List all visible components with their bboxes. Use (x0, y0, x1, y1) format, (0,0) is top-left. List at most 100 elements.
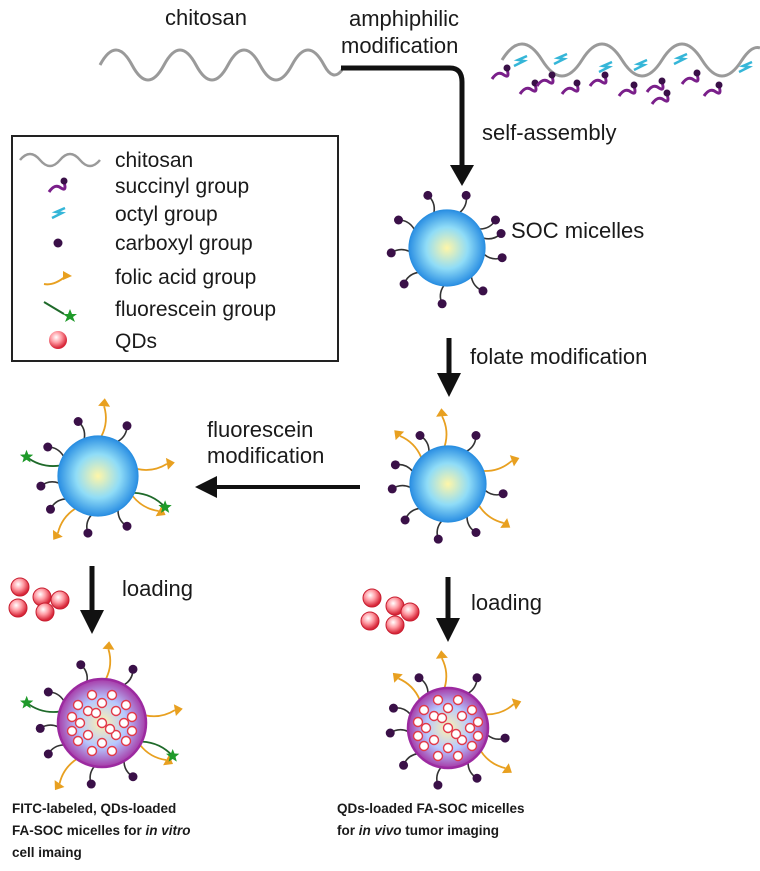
loading-arrowhead-right (436, 618, 460, 642)
carboxyl-group-icon (390, 460, 400, 470)
loaded-qd (464, 722, 476, 734)
loaded-qd (442, 722, 454, 734)
carboxyl-group-icon (437, 299, 447, 309)
loaded-qd (436, 712, 448, 724)
fluorescein-label-line1: fluorescein (207, 417, 313, 442)
carboxyl-group-icon (36, 481, 46, 491)
carboxyl-group-icon (500, 733, 510, 743)
succinyl-group-icon (490, 68, 510, 80)
qd-icon (10, 577, 30, 597)
loaded-qd (456, 734, 468, 746)
qd-icon (360, 611, 380, 631)
loaded-qd (110, 705, 122, 717)
legend-label-carboxyl: carboxyl group (115, 232, 253, 255)
soc-micelles-label: SOC micelles (511, 218, 644, 243)
succinyl-group-icon (535, 75, 555, 87)
loaded-qd (118, 717, 130, 729)
loaded-qd (120, 699, 132, 711)
carboxyl-group-icon (45, 504, 55, 514)
carboxyl-group-icon (715, 81, 723, 89)
folic-acid-group-icon (173, 704, 183, 717)
carboxyl-group-icon (400, 515, 410, 525)
carboxyl-group-icon (497, 253, 507, 263)
carboxyl-group-icon (385, 728, 395, 738)
carboxyl-group-icon (490, 215, 500, 225)
carboxyl-group-icon (73, 416, 83, 426)
legend-label-fluorescein: fluorescein group (115, 298, 276, 321)
folic-acid-arm (441, 415, 448, 447)
legend-label-qds: QDs (115, 330, 157, 353)
carboxyl-group-icon (128, 664, 138, 674)
folic-acid-group-icon (52, 529, 63, 540)
self-assembly-label: self-assembly (482, 120, 616, 145)
amphiphilic-label-line1: amphiphilic (349, 6, 459, 31)
loading-arrowhead-left (80, 610, 104, 634)
fluorescein-arm (26, 702, 60, 713)
loaded-qd (472, 730, 484, 742)
succinyl-group-icon (650, 93, 670, 105)
carboxyl-group-icon (548, 71, 556, 79)
folic-acid-arm (441, 657, 448, 689)
fluorescein-arm (25, 456, 60, 467)
loaded-qd (66, 725, 78, 737)
loaded-qd (110, 729, 122, 741)
succinyl-group-icon (702, 85, 722, 97)
folic-acid-group-icon (43, 271, 72, 286)
folic-acid-arm (480, 750, 506, 770)
modified-chitosan (490, 42, 760, 105)
loaded-qd (86, 689, 98, 701)
succinyl-group-icon (47, 177, 68, 193)
qd-icon (385, 615, 405, 635)
loaded-qd (420, 722, 432, 734)
carboxyl-group-icon (663, 89, 671, 97)
amphiphilic-arrow (341, 65, 465, 167)
carboxyl-group-icon (387, 484, 397, 494)
loaded-qd (442, 702, 454, 714)
carboxyl-group-icon (630, 81, 638, 89)
carboxyl-group-icon (43, 442, 53, 452)
loaded-qd (126, 711, 138, 723)
soc-micelle (386, 190, 507, 309)
folic-acid-arm (105, 649, 112, 680)
folic-acid-group-icon (436, 408, 449, 417)
carboxyl-group-icon (471, 527, 481, 537)
carboxyl-group-icon (496, 229, 506, 239)
folic-acid-group-icon (54, 780, 65, 791)
octyl-group-icon (51, 206, 66, 220)
folic-acid-group-icon (392, 672, 403, 683)
octyl-group-icon (738, 60, 753, 74)
folic-acid-arm (131, 495, 159, 512)
qd-icon (35, 602, 55, 622)
folic-acid-group-icon (102, 641, 115, 650)
folic-acid-group-icon (394, 430, 405, 441)
micelle-core (408, 209, 486, 287)
carboxyl-group-icon (433, 534, 443, 544)
loaded-qd (412, 730, 424, 742)
fluorescein-group-icon (20, 695, 34, 709)
loaded-qd (450, 728, 462, 740)
loaded-qd (96, 697, 108, 709)
carboxyl-group-icon (472, 773, 482, 783)
fitc-fa-soc-micelle (19, 398, 175, 540)
loaded-qd (428, 734, 440, 746)
loaded-qd (72, 699, 84, 711)
succinyl-group-icon (617, 85, 637, 97)
loaded-qd (86, 745, 98, 757)
carboxyl-group-icon (122, 421, 132, 431)
octyl-group-icon (513, 54, 528, 68)
qd-loaded-fa-soc-micelle (385, 650, 522, 790)
carboxyl-group-icon (414, 673, 424, 683)
loaded-qd (106, 689, 118, 701)
folic-acid-group-icon (165, 457, 175, 470)
carboxyl-group-icon (122, 521, 132, 531)
carboxyl-group-icon (461, 190, 471, 200)
loaded-qd (126, 725, 138, 737)
fluorescein-group-icon (43, 301, 77, 322)
octyl-group-icon (598, 60, 613, 74)
carboxyl-group-icon (503, 64, 511, 72)
carboxyl-group-icon (386, 248, 396, 258)
loaded-qd (432, 750, 444, 762)
folic-acid-arm (137, 463, 168, 471)
qd-icon (49, 331, 67, 349)
